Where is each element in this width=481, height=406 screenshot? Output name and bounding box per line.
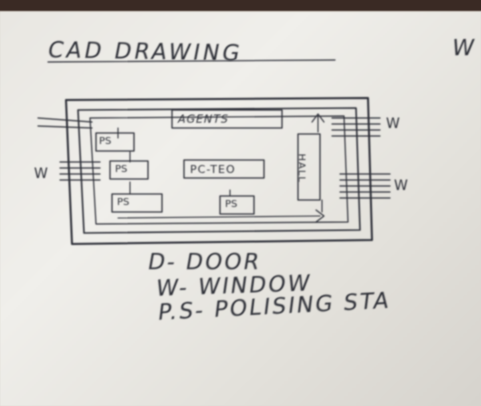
room-box-hall: [297, 133, 321, 201]
room-label-ps: PS: [225, 199, 238, 210]
room-label-ps: PS: [117, 197, 130, 208]
paper-sheet: [0, 12, 481, 406]
entry-line-top: [37, 117, 93, 123]
left-window: [59, 161, 101, 181]
legend-door: D- DOOR: [145, 250, 263, 275]
room-label-agents: AGENTS: [176, 113, 231, 126]
inner-wall: [77, 107, 361, 234]
arrow-up-head: [311, 113, 325, 123]
room-label-ps: PS: [115, 164, 128, 175]
sheet-title-fragment: W: [449, 36, 478, 61]
room-box-ps-3: [111, 193, 163, 213]
window-label-left: W: [34, 166, 48, 182]
room-box-ps-4: [219, 195, 255, 215]
title-underline: [47, 59, 336, 63]
right-lower-window: [339, 173, 391, 199]
window-label-right: W: [394, 178, 408, 194]
window-label-top-right: W: [386, 116, 400, 132]
sheet-title: CAD DRAWING: [45, 38, 245, 67]
inner-wall-2: [89, 115, 349, 225]
corridor-bottom: [117, 215, 321, 219]
room-label-ps: PS: [99, 136, 112, 147]
room-box-ps-2: [109, 160, 149, 180]
arrow-right-head: [315, 209, 325, 223]
entry-line-bottom: [37, 125, 93, 129]
room-box-agents: [171, 109, 283, 129]
room-label-pc-teo: PC-TEO: [190, 163, 236, 176]
outer-wall: [65, 97, 373, 245]
room-label-hall: HALL: [295, 153, 307, 184]
right-upper-window: [331, 117, 381, 137]
room-box-ps-1: [95, 132, 135, 152]
room-box-pc-teo: [183, 159, 265, 179]
